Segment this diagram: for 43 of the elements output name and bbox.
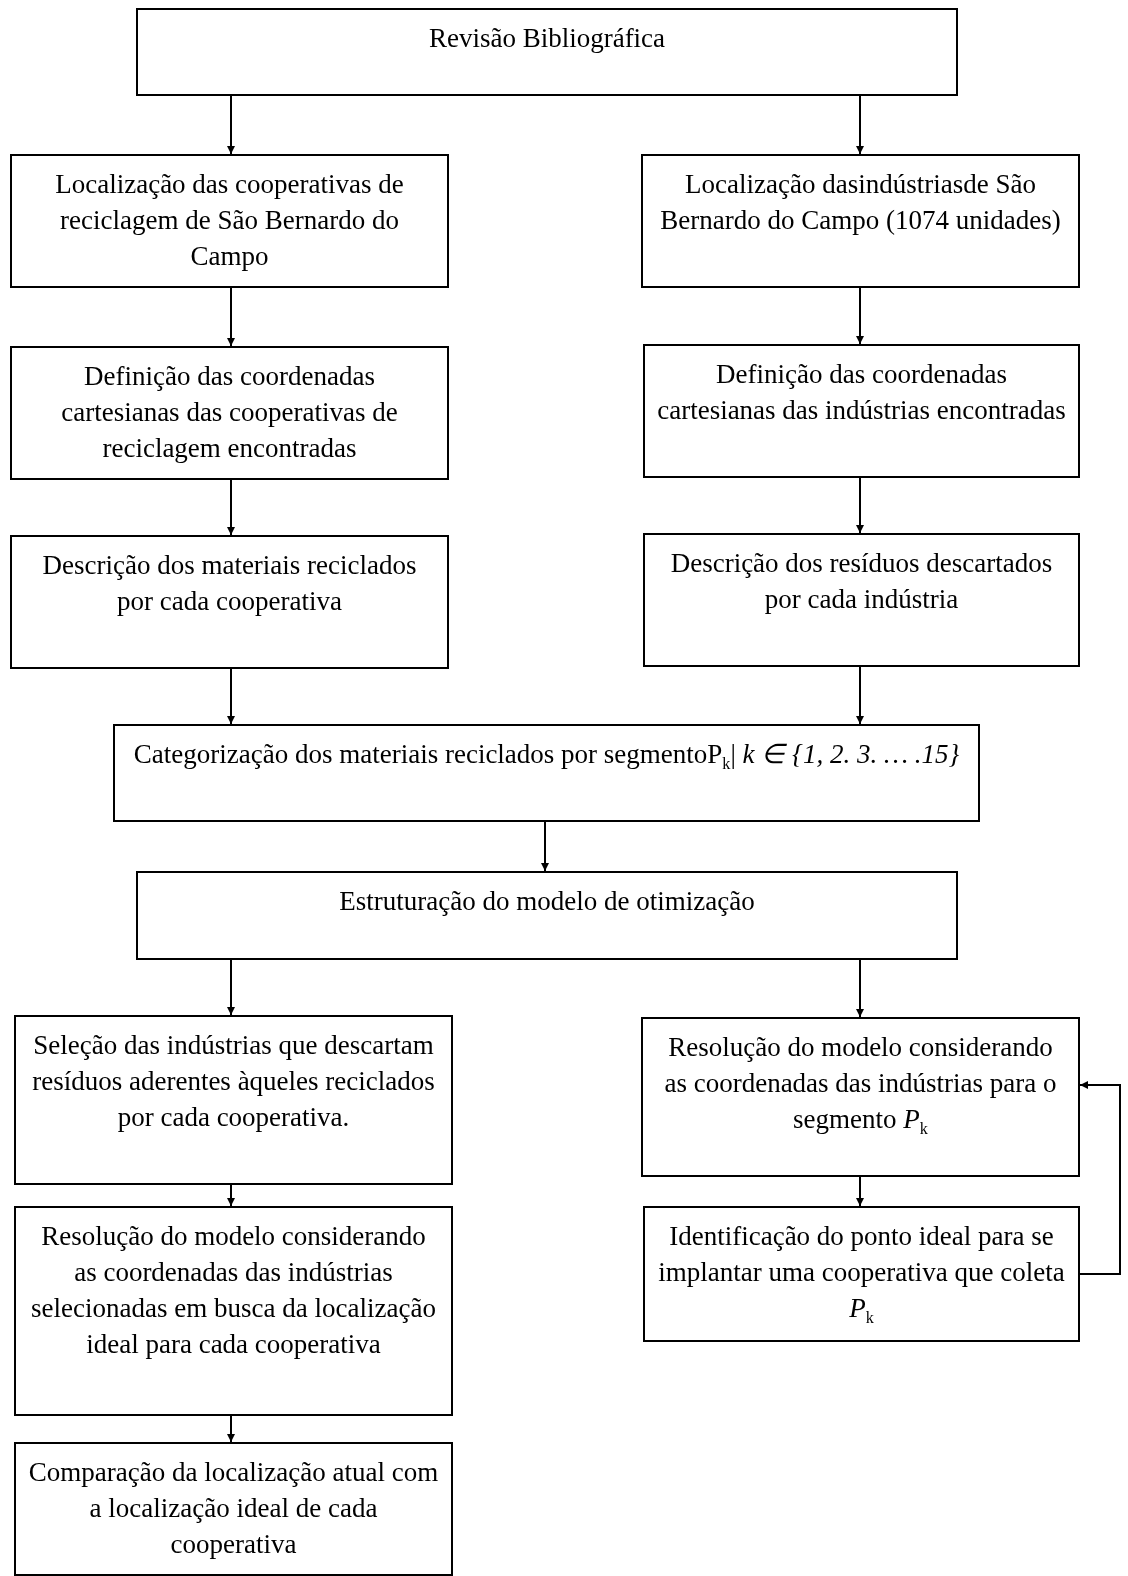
step-text: Seleção das indústrias que descartam resíduos aderentes àqueles reciclados por cada cooperativa. (31, 1029, 436, 1134)
process-box (136, 8, 958, 96)
process-box (641, 1017, 1080, 1177)
process-box (14, 1015, 453, 1185)
step-text: Estruturação do modelo de otimização (339, 885, 755, 918)
arrow (856, 959, 864, 1018)
step-text: Definição das coordenadas cartesianas das cooperativas de reciclagem encontradas (60, 360, 399, 465)
arrow (1079, 1081, 1121, 1275)
process-box (10, 346, 449, 480)
step-text: Revisão Bibliográfica (428, 22, 666, 55)
process-box (14, 1442, 453, 1576)
arrow (227, 1415, 235, 1443)
arrow (227, 95, 235, 155)
step-text: Localização dasindústriasde São Bernardo do Campo (1074 unidades) (659, 168, 1062, 237)
step-text: Comparação da localização atual com a localização ideal de cada cooperativa (28, 1456, 439, 1561)
arrow (541, 821, 549, 872)
process-box (641, 154, 1080, 288)
process-box (10, 154, 449, 288)
step-text: Descrição dos materiais reciclados por cada cooperativa (41, 549, 418, 618)
process-box (643, 533, 1080, 667)
arrow (227, 287, 235, 347)
step-text: Descrição dos resíduos descartados por cada indústria (669, 547, 1054, 616)
arrow (856, 666, 864, 725)
process-box (643, 1206, 1080, 1342)
process-box (10, 535, 449, 669)
step-text: Definição das coordenadas cartesianas das indústrias encontradas (657, 358, 1066, 427)
arrow (856, 477, 864, 534)
step-text: Resolução do modelo considerando as coordenadas das indústrias para o segmento P$_{k}$ (663, 1031, 1058, 1141)
step-text: Resolução do modelo considerando as coordenadas das indústrias selecionadas em busca da localização ideal para cada cooperativa (30, 1220, 437, 1361)
arrow (856, 95, 864, 155)
step-text: Identificação do ponto ideal para se implantar uma cooperativa que coleta P$_{k}$ (657, 1220, 1066, 1330)
arrow (227, 479, 235, 536)
arrow (227, 959, 235, 1016)
step-text: Localização das cooperativas de reciclagem de São Bernardo do Campo (54, 168, 405, 273)
step-text: Categorização dos materiais reciclados por segmentoP$_{k}$| k ∈ {1, 2. 3. … .15} (133, 738, 960, 776)
arrow (227, 1184, 235, 1207)
process-box (643, 344, 1080, 478)
arrow (227, 668, 235, 725)
process-box (113, 724, 980, 822)
arrow (856, 1176, 864, 1207)
process-box (14, 1206, 453, 1416)
arrow (856, 287, 864, 345)
process-box (136, 871, 958, 960)
